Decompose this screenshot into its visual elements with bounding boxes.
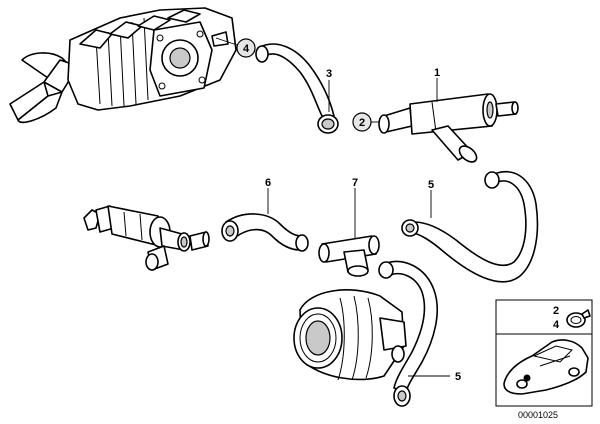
callout-7: 7 (352, 177, 358, 238)
hose-part-5-lower (378, 260, 438, 407)
hose-clamp-icon (566, 309, 591, 328)
callout-4-text: 4 (243, 43, 250, 55)
callout-1-text: 1 (434, 67, 440, 79)
callout-8-text: 5 (455, 371, 461, 383)
callout-4: 4 (215, 37, 256, 58)
callout-5-text: 5 (428, 179, 434, 191)
vent-valve-part-1 (378, 93, 519, 163)
inset-label-top: 2 (553, 305, 559, 317)
hose-part-3 (255, 43, 339, 134)
solenoid-valve (83, 205, 210, 271)
callout-7-text: 7 (352, 177, 358, 189)
callout-1: 1 (434, 67, 440, 102)
callout-3: 3 (326, 68, 332, 112)
callout-6-text: 6 (265, 177, 271, 189)
intake-manifold (9, 7, 237, 124)
inset-label-bottom: 4 (553, 319, 560, 331)
connector-part-7 (318, 235, 380, 277)
callout-5: 5 (428, 179, 434, 218)
callout-2-text: 2 (359, 117, 365, 129)
diagram-number: 00001025 (518, 410, 558, 420)
air-intake-boot (293, 289, 407, 381)
callout-2: 2 (352, 112, 380, 132)
callout-3-text: 3 (326, 68, 332, 80)
hose-part-5-long (401, 170, 539, 283)
hose-part-6 (221, 213, 309, 252)
callout-6: 6 (265, 177, 271, 214)
callout-8: 5 (408, 371, 461, 383)
car-location-icon (503, 339, 589, 395)
inset-panel: 2 4 (495, 299, 593, 407)
